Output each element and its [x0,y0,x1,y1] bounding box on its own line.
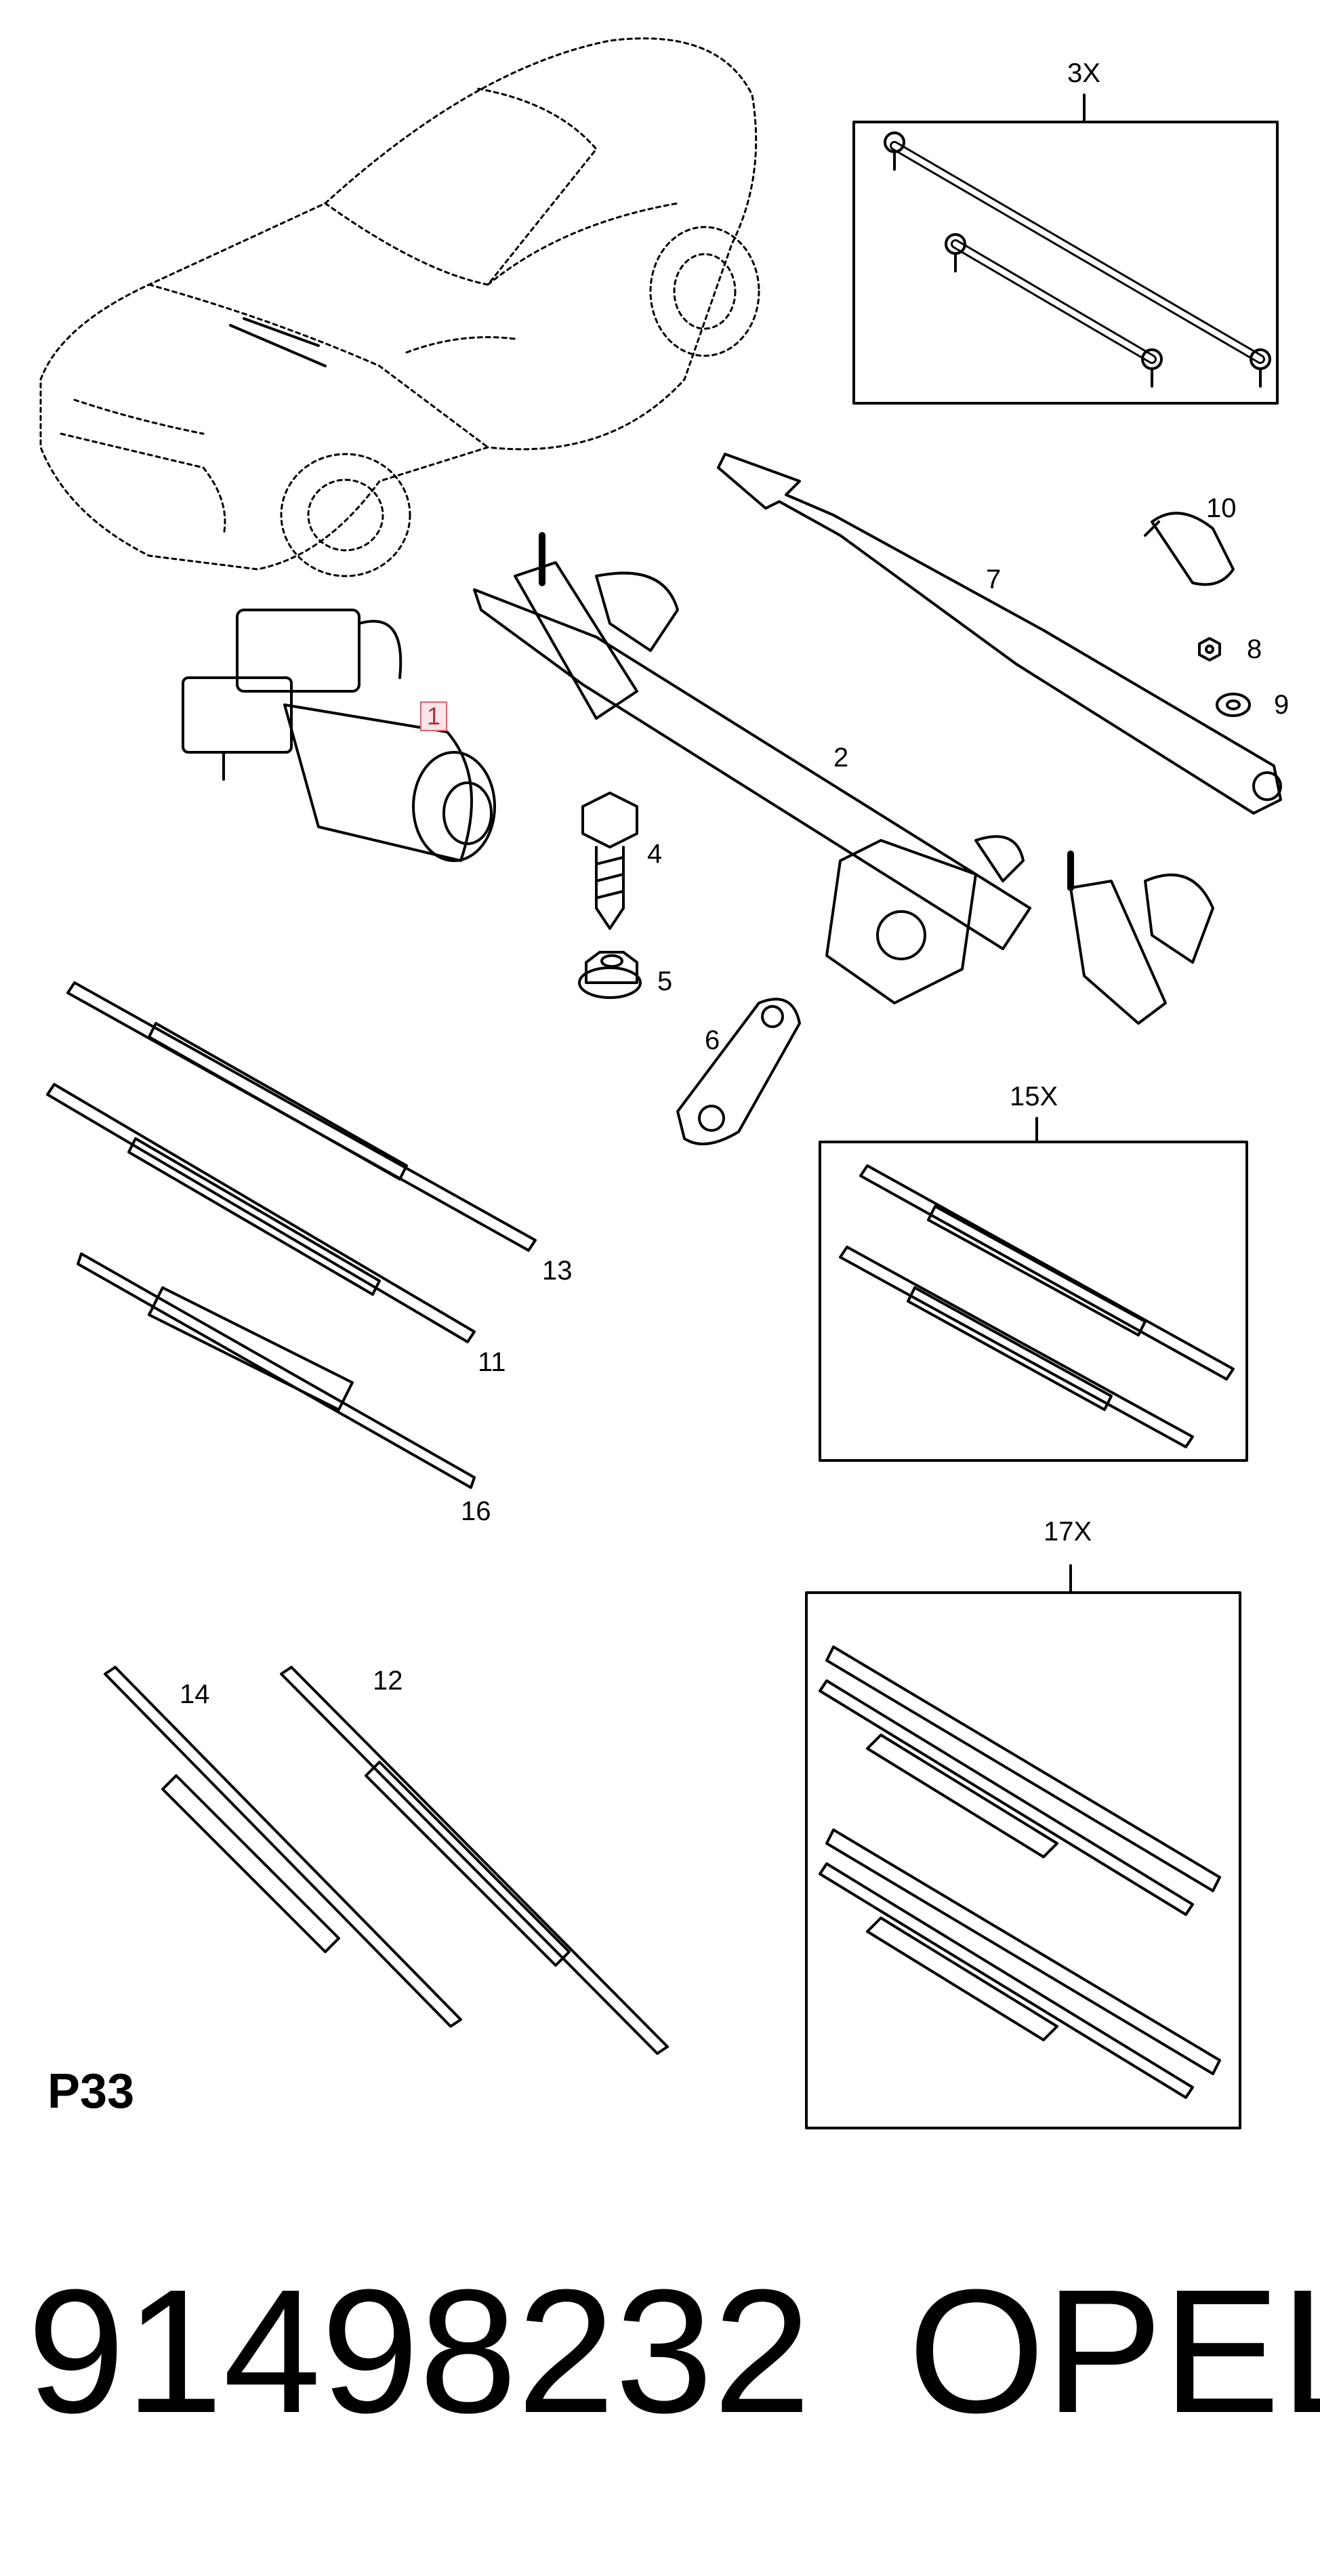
set-17x-box [805,1591,1241,2129]
label-part-14: 14 [180,1679,210,1709]
set-15x-box [819,1141,1248,1462]
label-part-11: 11 [478,1347,506,1377]
part-number: 91498232 [27,2253,811,2450]
label-part-6: 6 [705,1025,720,1055]
label-set-15x: 15X [1010,1082,1058,1111]
wiper-linkage-assembly-icon [473,532,1214,1025]
wiper-blade-spoiler-icon [77,1252,476,1489]
washer-icon [1216,693,1251,717]
label-set-17x: 17X [1044,1517,1092,1547]
car-illustration [39,37,760,577]
nut-cover-cap-icon [1144,512,1235,586]
wiper-blade-rubber-icon [819,1828,1221,2099]
label-part-12: 12 [373,1666,403,1696]
label-part-13: 13 [542,1256,573,1286]
label-part-1-highlighted: 1 [420,701,448,731]
wiper-blade-icon [280,1666,669,2055]
label-part-5: 5 [657,966,673,996]
hex-nut-icon [1198,637,1221,661]
bolt-icon [581,792,638,930]
wiper-blade-icon [839,1246,1194,1448]
wiper-blade-rubber-icon [819,1645,1221,1916]
wiper-blade-icon [104,1666,462,2028]
flange-nut-icon [578,951,642,999]
mounting-bracket-icon [676,998,801,1145]
linkage-rod-icon [945,233,1163,388]
brand-name: OPEL [908,2253,1320,2450]
label-part-9: 9 [1274,690,1290,720]
label-part-8: 8 [1247,634,1262,664]
page-code: P33 [47,2064,135,2119]
label-part-2: 2 [833,743,849,773]
label-part-4: 4 [647,839,663,869]
wiper-linkage-on-car [229,317,327,367]
label-set-3x: 3X [1067,58,1100,88]
wiper-blade-icon [66,981,537,1252]
linkage-rod-icon [884,131,1271,388]
wiper-arm-icon [717,453,1282,815]
wiper-motor-icon [182,609,496,862]
label-part-7: 7 [986,565,1002,594]
wiper-blade-icon [46,1083,476,1343]
label-part-16: 16 [461,1496,491,1526]
label-part-10: 10 [1206,493,1237,523]
set-3x-box [852,121,1279,405]
wiper-blade-icon [859,1164,1235,1381]
